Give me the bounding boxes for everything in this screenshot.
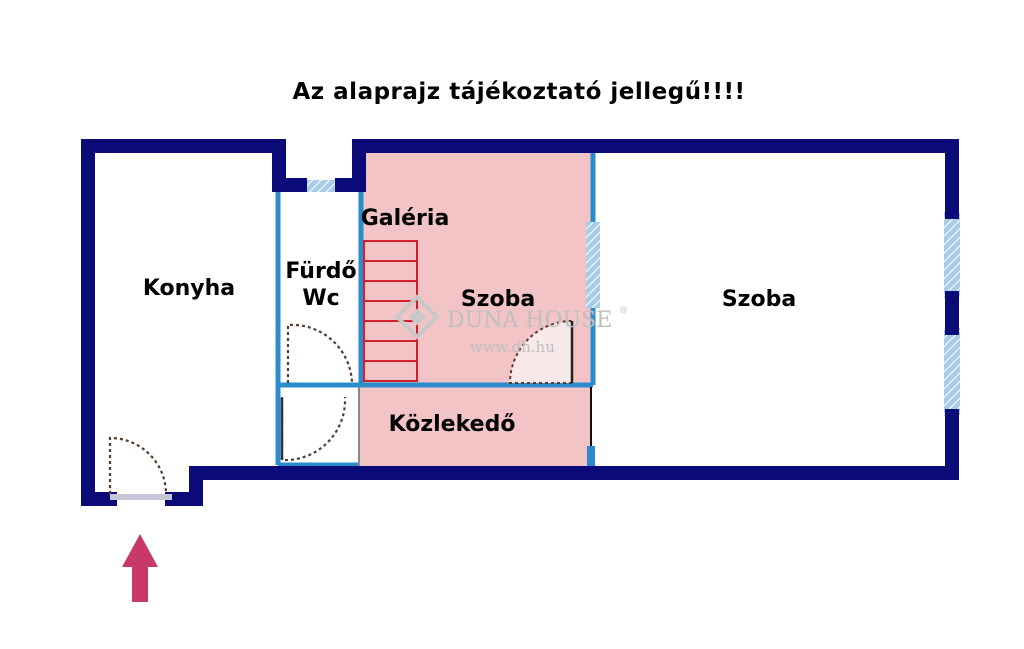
- room-label-szoba-right: Szoba: [722, 287, 796, 312]
- bathroom-door: [286, 323, 354, 384]
- bathroom-window: [300, 180, 342, 192]
- watermark: DUNA HOUSE ® www.dh.hu: [394, 294, 628, 356]
- hall-door: [280, 396, 347, 462]
- watermark-reg: ®: [619, 306, 628, 316]
- right-window-bottom: [944, 328, 960, 416]
- plan-disclaimer-title: Az alaprajz tájékoztató jellegű!!!!: [292, 79, 745, 105]
- szoba-door: [508, 319, 573, 384]
- room-label-konyha: Konyha: [143, 276, 235, 301]
- doors: [108, 323, 354, 495]
- entrance-arrow-icon: [122, 534, 158, 602]
- outer-walls: [81, 139, 959, 506]
- entrance-threshold: [110, 494, 172, 500]
- watermark-url: www.dh.hu: [470, 338, 555, 356]
- kozlekedo-area: [359, 387, 591, 466]
- duna-house-logo-icon: [394, 294, 440, 340]
- room-label-szoba-left: Szoba: [461, 287, 535, 312]
- room-label-furdo: Fürdő: [285, 259, 356, 284]
- right-window-top: [944, 212, 960, 298]
- room-label-wc: Wc: [302, 286, 339, 311]
- room-label-kozlekedo: Közlekedő: [389, 412, 516, 437]
- watermark-brand: DUNA HOUSE: [447, 308, 612, 333]
- door-jamb: [587, 446, 595, 466]
- inner-window: [586, 222, 600, 308]
- room-label-galeria: Galéria: [361, 206, 450, 231]
- entrance-door: [108, 436, 168, 495]
